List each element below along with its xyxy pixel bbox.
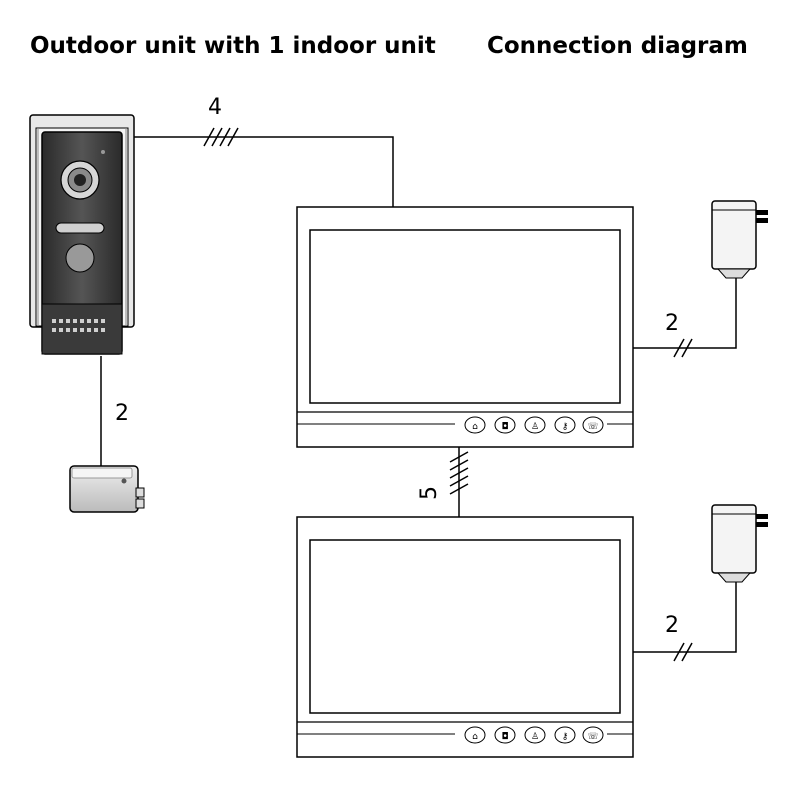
wire-monitor2-power <box>633 582 737 662</box>
monitor-buttons <box>464 726 604 744</box>
person-icon: ♙ <box>531 422 539 432</box>
wire-doorbell-to-monitor <box>132 127 394 207</box>
key-icon: ⚷ <box>562 422 569 432</box>
monitor-screen <box>309 229 621 404</box>
phone-icon: ☏ <box>587 732 598 742</box>
wire-label-lock: 2 <box>115 401 129 426</box>
outdoor-unit <box>29 114 135 355</box>
wire-label-4: 4 <box>208 95 222 120</box>
wire-label-power-1: 2 <box>665 311 679 336</box>
key-icon: ⚷ <box>562 732 569 742</box>
camera-icon: ◘ <box>501 732 508 742</box>
wire-monitor-to-monitor <box>449 447 469 517</box>
phone-icon: ☏ <box>587 422 598 432</box>
person-icon: ♙ <box>531 732 539 742</box>
electric-lock <box>69 465 145 513</box>
wire-monitor1-power <box>633 277 737 358</box>
wire-label-5: 5 <box>417 486 442 500</box>
speaker-grille <box>52 319 105 332</box>
wire-label-power-2: 2 <box>665 613 679 638</box>
power-adapter-2 <box>711 504 768 583</box>
nameplate <box>55 222 105 234</box>
camera-icon: ◘ <box>501 422 508 432</box>
monitor-screen <box>309 539 621 714</box>
power-adapter-1 <box>711 200 768 279</box>
indoor-monitor-1: ⌂ ◘ ♙ ⚷ ☏ <box>296 206 634 448</box>
monitor-buttons <box>464 416 604 434</box>
home-icon: ⌂ <box>472 732 478 742</box>
call-button <box>65 243 95 273</box>
title-left: Outdoor unit with 1 indoor unit <box>30 33 436 59</box>
title-right: Connection diagram <box>487 33 748 59</box>
indoor-monitor-2: ⌂ ◘ ♙ ⚷ ☏ <box>296 516 634 758</box>
home-icon: ⌂ <box>472 422 478 432</box>
